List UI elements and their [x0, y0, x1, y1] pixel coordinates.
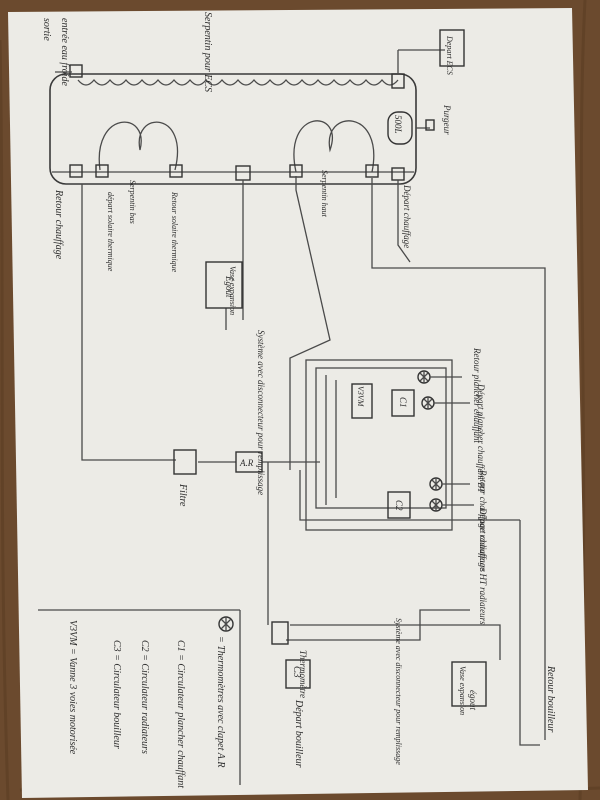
paper-sheet [8, 8, 588, 798]
c2-circulator [387, 491, 411, 519]
thermometer-icons [417, 370, 474, 512]
retour-solaire-label: Retour solaire thermique [170, 191, 179, 273]
serpentin-haut-label: Serpentin haut [320, 170, 329, 218]
retour-radiateurs-label: Retour chauffage radiateurs [478, 469, 488, 572]
legend-c1-text: C1 = Circulateur plancher chauffant [175, 640, 186, 788]
filtre-label: Filtre [177, 483, 188, 507]
storage-tank [49, 64, 417, 185]
sortie-label: sortie [41, 18, 52, 41]
ar-label: A.R [239, 458, 254, 468]
legend-thermometer-icon [218, 616, 234, 632]
serpentin-ecs-label: Serpentin pour ECS [202, 12, 213, 92]
legend-v3vm-text: V3VM = Vanne 3 voies motorisée [67, 620, 78, 755]
systeme-disconnecteur-1-label: Système avec disconnecteur pour rempliss… [256, 330, 266, 495]
egout-1-label: Égout [224, 275, 234, 298]
vase-expansion-2 [451, 661, 487, 707]
vase-expansion-2-label: Vase expansion [458, 666, 467, 715]
legend-c2-text: C2 = Circulateur radiateurs [139, 640, 150, 754]
vase-expansion-1-label: Vase expansion [228, 266, 237, 315]
depart-ecs-label: Depart ECS [445, 35, 454, 75]
filtre [173, 449, 197, 475]
clapet-ar [235, 451, 263, 473]
retour-chauffage-label: Retour chauffage [53, 189, 64, 260]
thermometer-icon [429, 477, 443, 491]
v3vm-label: V3VM [356, 386, 365, 408]
piping [81, 176, 546, 746]
thermometer-box [271, 621, 289, 645]
retour-plancher-label: Retour plancher chauffant [472, 347, 482, 443]
depart-plancher-label: Départ plancher chauffant BT [476, 383, 486, 494]
thermometre-label: Thermomètre [298, 650, 308, 698]
entree-eau-froide-label: entrée eau froide [59, 18, 70, 87]
c3-circulator [285, 659, 311, 689]
depart-solaire-label: départ solaire thermique [106, 192, 115, 272]
legend-thermo-text: = Thermomètres avec clapet A.R [215, 636, 226, 767]
legend-c3-text: C3 = Circulateur bouilleur [111, 640, 122, 749]
purgeur [416, 119, 435, 131]
serpentin-bas-label: Serpentin bas [128, 180, 137, 224]
systeme-disconnecteur-2-label: Système avec disconnecteur pour rempliss… [394, 618, 403, 765]
egout-2-label: égout [468, 690, 478, 710]
depart-radiateurs-label: Départ chauffage HT radiateurs [478, 507, 488, 625]
c1-circulator [391, 389, 415, 417]
depart-chauffage-label: Départ chauffage [402, 184, 412, 248]
c2-label: C2 [394, 500, 404, 511]
v3vm [351, 383, 373, 419]
purgeur-label: Purgeur [442, 104, 452, 135]
retour-bouilleur-label: Retour bouilleur [545, 665, 556, 732]
c1-label: C1 [398, 397, 408, 408]
ecs-outlet [397, 29, 465, 74]
c3-label: C3 [291, 666, 302, 678]
depart-bouilleur-label: Départ bouilleur [293, 699, 304, 768]
vase-expansion-1 [205, 261, 243, 309]
tank-volume-label: 500L [393, 115, 403, 134]
legend-box [38, 609, 241, 785]
